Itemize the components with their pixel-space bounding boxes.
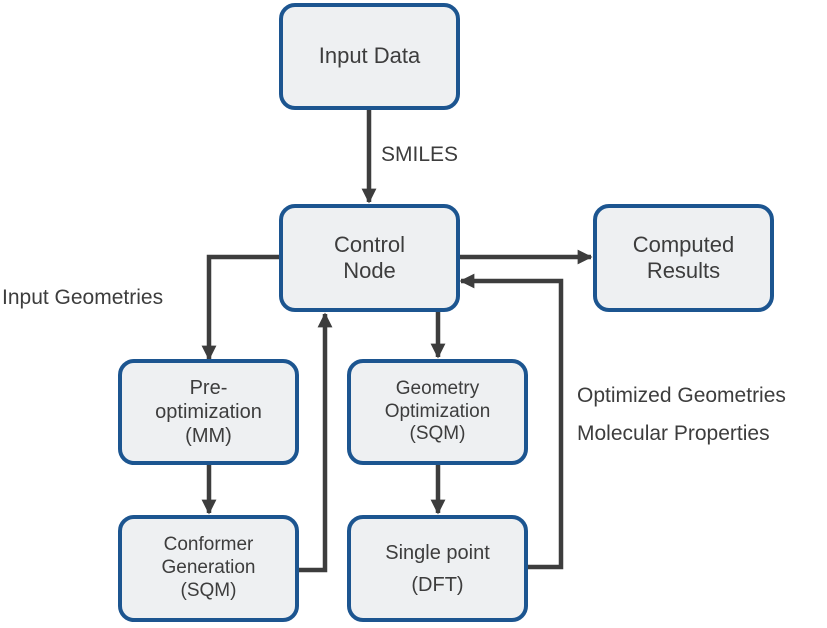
- node-label: optimization: [155, 401, 262, 423]
- node-label: Input Data: [318, 43, 421, 69]
- node-label: Node: [343, 258, 396, 283]
- arrow-control-to-preoptimization: [201, 254, 279, 361]
- geometry-optimization-node: Geometry Optimization (SQM): [347, 359, 528, 465]
- node-label: Computed: [632, 231, 735, 257]
- pre-optimization-node: Pre- optimization (MM): [118, 359, 299, 465]
- node-label: (SQM): [409, 423, 466, 445]
- node-label: Conformer: [163, 534, 254, 556]
- single-point-node: Single point (DFT): [347, 515, 528, 622]
- node-label: (DFT): [411, 573, 464, 596]
- node-label: Pre-: [189, 377, 228, 399]
- node-label: (MM): [185, 425, 232, 447]
- optimized-geometries-label: Optimized Geometries: [577, 384, 786, 407]
- molecular-properties-label: Molecular Properties: [577, 422, 770, 445]
- node-label: (SQM): [180, 579, 237, 601]
- control-node: Control Node: [279, 204, 460, 312]
- conformer-generation-node: Conformer Generation (SQM): [118, 515, 299, 622]
- smiles-label: SMILES: [381, 143, 459, 166]
- node-label: Results: [646, 258, 721, 283]
- node-label: Optimization: [384, 400, 491, 422]
- node-label: Control: [334, 231, 405, 257]
- node-label: Single point: [385, 541, 490, 564]
- input-data-node: Input Data: [279, 3, 460, 110]
- computed-results-node: Computed Results: [593, 204, 774, 312]
- node-label: Geometry: [395, 377, 480, 399]
- arrow-conformer-to-control: [299, 312, 333, 573]
- arrow-single-point-to-control: [459, 273, 564, 570]
- input-geometries-label: Input Geometries: [2, 286, 164, 309]
- node-label: Generation: [161, 557, 256, 579]
